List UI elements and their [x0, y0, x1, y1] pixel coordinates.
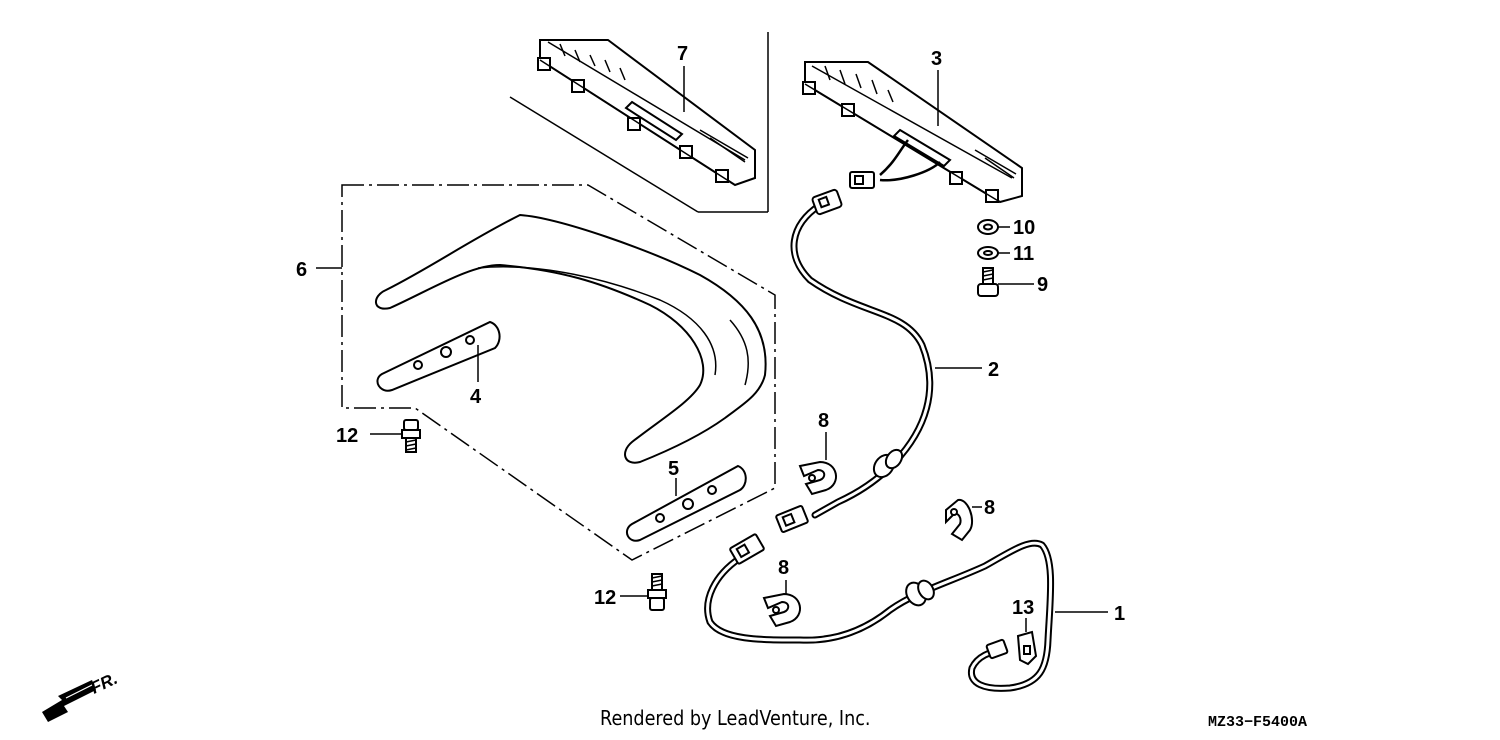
callout-4: 4 — [470, 345, 482, 408]
callout-7: 7 — [677, 43, 688, 112]
callout-label-5: 5 — [668, 458, 679, 480]
light-housing-part-3[interactable] — [802, 61, 1023, 204]
callout-3: 3 — [931, 48, 942, 126]
front-label: FR. — [88, 669, 121, 698]
bolt-part-9[interactable] — [977, 267, 999, 297]
clamp-part-8-right[interactable] — [945, 498, 974, 542]
callout-label-8-lower: 8 — [778, 557, 789, 579]
washer-part-11[interactable] — [977, 246, 999, 260]
callout-5: 5 — [668, 458, 679, 496]
callout-1: 1 — [1055, 603, 1125, 625]
callout-10: 10 — [998, 217, 1035, 239]
light-pigtail-connector[interactable] — [849, 139, 941, 189]
bolt-part-12-lower[interactable] — [647, 573, 667, 611]
callout-label-6: 6 — [296, 259, 307, 281]
rubber-plate-part-5[interactable] — [625, 464, 747, 542]
diagram-code: MZ33−F5400A — [1208, 714, 1308, 731]
callout-label-9: 9 — [1037, 274, 1048, 296]
callout-label-1: 1 — [1114, 603, 1125, 625]
callout-label-13: 13 — [1012, 597, 1034, 619]
callout-8-lower: 8 — [778, 557, 789, 594]
callout-11: 11 — [998, 243, 1034, 265]
callout-12-lower: 12 — [594, 587, 648, 609]
grab-rail-part-6[interactable] — [375, 213, 767, 464]
callout-label-2: 2 — [988, 359, 999, 381]
callout-8-right: 8 — [972, 497, 995, 519]
callout-2: 2 — [935, 359, 999, 381]
terminal-part-13[interactable] — [1016, 630, 1038, 666]
callout-8-upper: 8 — [818, 410, 829, 460]
light-housing-part-7[interactable] — [537, 39, 756, 187]
nut-part-10[interactable] — [977, 219, 999, 235]
front-direction-indicator: FR. — [42, 669, 121, 722]
render-credit: Rendered by LeadVenture, Inc. — [600, 706, 871, 730]
bolt-part-12-upper[interactable] — [401, 419, 421, 453]
callout-6: 6 — [296, 259, 342, 281]
callout-label-10: 10 — [1013, 217, 1035, 239]
callout-label-12-upper: 12 — [336, 425, 358, 447]
callout-13: 13 — [1012, 597, 1034, 632]
callout-label-8-upper: 8 — [818, 410, 829, 432]
callout-label-4: 4 — [470, 386, 482, 408]
callout-12-upper: 12 — [336, 425, 402, 447]
callout-label-11: 11 — [1013, 243, 1034, 265]
clamp-part-8-upper[interactable] — [798, 460, 837, 496]
rubber-plate-part-4[interactable] — [376, 320, 501, 392]
callout-9: 9 — [998, 274, 1048, 296]
callout-label-12-lower: 12 — [594, 587, 616, 609]
callout-label-8-right: 8 — [984, 497, 995, 519]
inset-box-part-7 — [509, 32, 769, 213]
sub-harness-part-2[interactable] — [775, 188, 934, 533]
arrow-down-left-icon — [42, 680, 96, 722]
clamp-part-8-lower[interactable] — [762, 592, 801, 628]
main-harness-part-1[interactable] — [704, 533, 1055, 692]
callout-label-7: 7 — [677, 43, 688, 65]
assembly-box-part-6 — [341, 184, 776, 561]
callout-label-3: 3 — [931, 48, 942, 70]
